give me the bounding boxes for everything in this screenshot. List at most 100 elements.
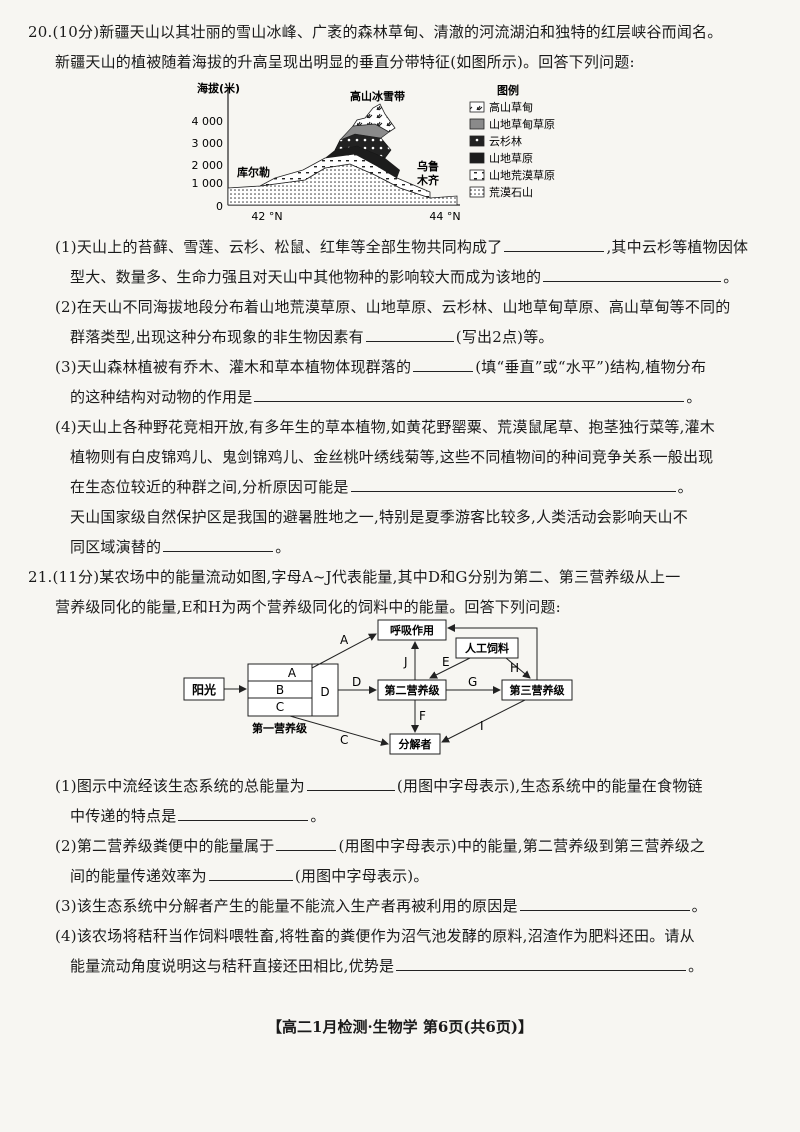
q21-part2-text-b: (用图中字母表示)中的能量,第二营养级到第三营养级之 [338, 837, 706, 855]
q21-intro-line1: 21.(11分)某农场中的能量流动如图,字母A~J代表能量,其中D和G分别为第二… [28, 568, 681, 586]
y-tick-3000: 3 000 [192, 137, 224, 150]
sunlight-label: 阳光 [192, 682, 216, 697]
legend-meadow-steppe: 山地草甸草原 [489, 118, 555, 131]
altitude-vegetation-figure: 海拔(米) 4 000 3 000 2 000 1 000 0 42 °N 44… [192, 81, 556, 223]
y-tick-0: 0 [216, 200, 223, 213]
q20-part4-line1: (4)天山上各种野花竞相开放,有多年生的草本植物,如黄花野罂粟、荒漠鼠尾草、抱茎… [55, 418, 715, 436]
q20-part2-text-b: 群落类型,出现这种分布现象的非生物因素有 [70, 328, 364, 346]
q20-part2-blank[interactable] [365, 327, 454, 342]
q21-part4-line1: (4)该农场将秸秆当作饲料喂牲畜,将牲畜的粪便作为沼气池发酵的原料,沼渣作为肥料… [55, 927, 695, 945]
q21-part2-line1: (2)第二营养级粪便中的能量属于 (用图中字母表示)中的能量,第二营养级到第三营养… [55, 836, 705, 856]
label-C: C [276, 700, 284, 714]
q21-part3-text-b: 。 [691, 897, 707, 915]
q20-part1-text-c: 型大、数量多、生命力强且对天山中其他物种的影响较大而成为该地的 [70, 268, 542, 286]
q20-part3-text-a: (3)天山森林植被有乔木、灌木和草本植物体现群落的 [55, 358, 412, 376]
q21-part1-line2: 中传递的特点是 。 [70, 806, 326, 826]
legend-desert-steppe: 山地荒漠草原 [489, 169, 555, 182]
q20-part3-text-d: 。 [686, 388, 702, 406]
q21-part1-text-c: 中传递的特点是 [70, 807, 177, 825]
q20-part3-text-b: (填“垂直”或“水平”)结构,植物分布 [475, 358, 707, 376]
q20-part1-line2: 型大、数量多、生命力强且对天山中其他物种的影响较大而成为该地的 。 [70, 267, 738, 287]
q21-part1-text-a: (1)图示中流经该生态系统的总能量为 [55, 777, 305, 795]
arrow-label-E: E [442, 655, 450, 669]
alpine-meadow-layer [352, 103, 396, 133]
q20-part4-line3: 在生态位较近的种群之间,分析原因可能是 。 [70, 477, 693, 497]
q20-part1-blank2[interactable] [543, 267, 722, 282]
legend-title: 图例 [497, 83, 519, 97]
q21-part2-text-d: (用图中字母表示)。 [294, 867, 429, 885]
legend-alpine-meadow: 高山草甸 [489, 100, 533, 114]
q21-part4-text-b: 能量流动角度说明这与秸秆直接还田相比,优势是 [70, 957, 395, 975]
arrow-label-A: A [340, 633, 349, 647]
third-level-label: 第三营养级 [510, 683, 566, 697]
place-urumqi-2: 木齐 [416, 173, 440, 187]
arrow-label-D: D [352, 675, 361, 689]
q21-part2-blank1[interactable] [276, 836, 337, 851]
q20-part1-text-d: 。 [723, 268, 739, 286]
q20-part1-text-b: ,其中云杉等植物因体 [606, 238, 749, 256]
legend-mountain-steppe: 山地草原 [489, 152, 533, 165]
q21-part4-blank[interactable] [396, 956, 687, 971]
q21-part2-text-a: (2)第二营养级粪便中的能量属于 [55, 837, 275, 855]
q20-part3-blank2[interactable] [254, 387, 685, 402]
mountain-steppe-layer [325, 146, 400, 178]
desert-steppe-layer [259, 153, 431, 199]
q21-part1-blank2[interactable] [178, 806, 309, 821]
place-urumqi-1: 乌鲁 [417, 159, 439, 173]
x-tick-42n: 42 °N [251, 210, 282, 223]
decomposer-box [389, 733, 441, 755]
page-footer: 【高二1月检测·生物学 第6页(共6页)】 [267, 1018, 533, 1036]
q21-part3-text-a: (3)该生态系统中分解者产生的能量不能流入生产者再被利用的原因是 [55, 897, 518, 915]
second-level-label: 第二营养级 [385, 683, 441, 697]
arrow-label-C: C [340, 733, 348, 747]
energy-flow-diagram: 阳光 A B C D 第一营养级 呼吸作用 人工饲料 第二营养级 第三营养级 分… [183, 619, 573, 755]
q21-part3-blank[interactable] [519, 896, 690, 911]
q21-part1-text-d: 。 [310, 807, 326, 825]
q21-part3-line1: (3)该生态系统中分解者产生的能量不能流入生产者再被利用的原因是 。 [55, 896, 707, 916]
q20-part5-blank[interactable] [163, 537, 274, 552]
arrow-label-I: I [480, 719, 484, 733]
q20-part1-blank1[interactable] [504, 237, 605, 252]
q21-part1-blank1[interactable] [306, 776, 395, 791]
decomposer-label: 分解者 [399, 737, 432, 751]
first-level-box [247, 663, 339, 717]
x-tick-44n: 44 °N [429, 210, 460, 223]
place-korla: 库尔勒 [237, 165, 270, 179]
q21-part2-line2: 间的能量传递效率为(用图中字母表示)。 [70, 866, 429, 886]
q20-part4-text-d: 。 [677, 478, 693, 496]
label-A: A [288, 666, 297, 680]
q20-part4-blank[interactable] [350, 477, 676, 492]
label-D-box: D [320, 685, 329, 699]
q21-part4-line2: 能量流动角度说明这与秸秆直接还田相比,优势是 。 [70, 956, 703, 976]
q20-part1-line1: (1)天山上的苔藓、雪莲、云杉、松鼠、红隼等全部生物共同构成了,其中云杉等植物因… [55, 237, 748, 257]
q20-part2-line2: 群落类型,出现这种分布现象的非生物因素有(写出2点)等。 [70, 327, 554, 347]
arrow-label-G: G [468, 675, 477, 689]
q21-part4-text-c: 。 [688, 957, 704, 975]
q20-intro-line2: 新疆天山的植被随着海拔的升高呈现出明显的垂直分带特征(如图所示)。回答下列问题: [55, 53, 635, 71]
alpine-snow-belt-label: 高山冰雪带 [350, 89, 405, 103]
label-B: B [276, 683, 284, 697]
y-tick-4000: 4 000 [192, 115, 224, 128]
arrow-label-J: J [403, 655, 408, 669]
artificial-feed-box [455, 637, 519, 659]
legend-spruce-forest: 云杉林 [489, 134, 522, 148]
q20-part4-text-c: 在生态位较近的种群之间,分析原因可能是 [70, 478, 349, 496]
legend-desert-rock-mountain: 荒漠石山 [489, 186, 533, 199]
q20-part5-line1: 天山国家级自然保护区是我国的避暑胜地之一,特别是夏季游客比较多,人类活动会影响天… [70, 508, 688, 526]
respiration-label: 呼吸作用 [390, 623, 434, 637]
y-tick-2000: 2 000 [192, 159, 224, 172]
q21-intro-line2: 营养级同化的能量,E和H为两个营养级同化的饲料中的能量。回答下列问题: [55, 598, 561, 616]
artificial-feed-label: 人工饲料 [465, 641, 509, 655]
q20-part5-text-c: 。 [275, 538, 291, 556]
q20-part5-text-b: 同区域演替的 [70, 538, 162, 556]
q20-part3-line1: (3)天山森林植被有乔木、灌木和草本植物体现群落的 (填“垂直”或“水平”)结构,… [55, 357, 706, 377]
q20-part3-blank1[interactable] [413, 357, 474, 372]
arrow-label-H: H [510, 661, 519, 675]
q21-part2-blank2[interactable] [208, 866, 293, 881]
y-tick-1000: 1 000 [192, 177, 224, 190]
q21-part1-text-b: (用图中字母表示),生态系统中的能量在食物链 [396, 777, 703, 795]
q20-part4-line2: 植物则有白皮锦鸡儿、鬼剑锦鸡儿、金丝桃叶绣线菊等,这些不同植物间的种间竞争关系一… [70, 448, 714, 466]
q20-intro-line1: 20.(10分)新疆天山以其壮丽的雪山冰峰、广袤的森林草甸、清澈的河流湖泊和独特… [28, 23, 723, 41]
q20-part5-line2: 同区域演替的 。 [70, 537, 290, 557]
respiration-box [377, 619, 447, 641]
